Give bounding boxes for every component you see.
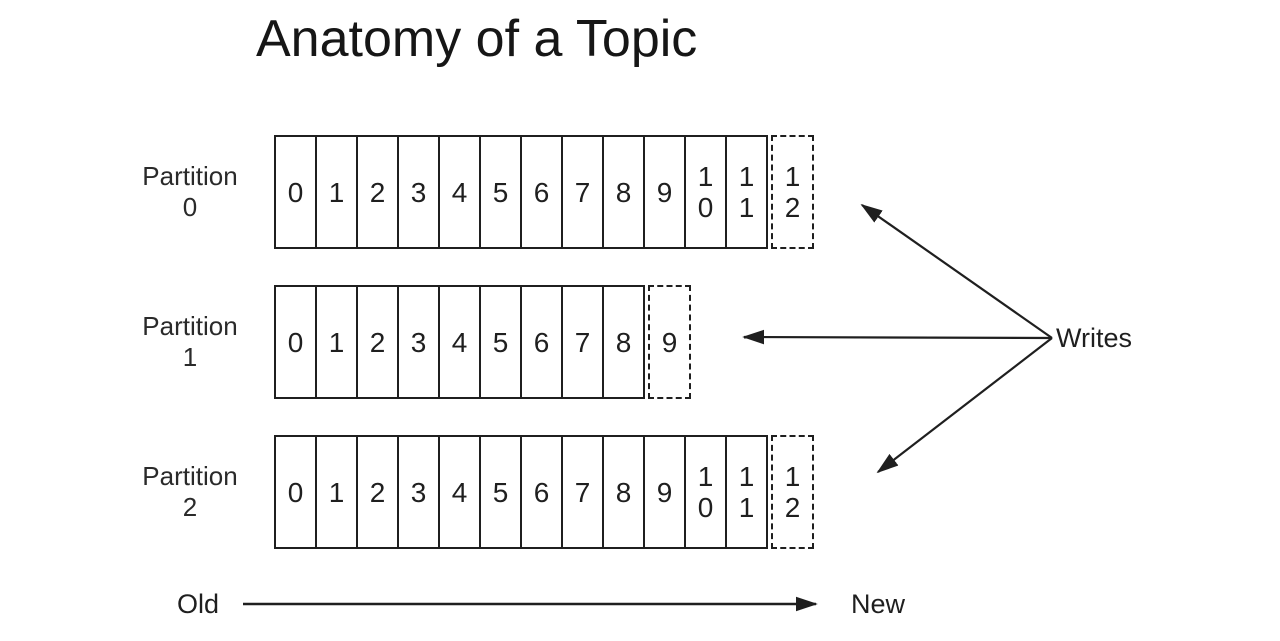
- log-offset-number: 3: [410, 326, 427, 358]
- diagram-title: Anatomy of a Topic: [256, 10, 698, 68]
- log-message-cell: 10: [684, 135, 727, 249]
- partition-label-line: Partition: [142, 461, 238, 491]
- log-offset-number: 10: [697, 461, 714, 523]
- log-offset-number: 4: [451, 476, 468, 508]
- log-message-cell: 2: [356, 135, 399, 249]
- log-offset-number: 11: [738, 161, 755, 223]
- log-offset-number: 12: [784, 161, 801, 223]
- log-offset-number: 1: [328, 326, 345, 358]
- log-message-cell: 0: [274, 135, 317, 249]
- log-message-cell: 2: [356, 285, 399, 399]
- log-message-cell: 5: [479, 285, 522, 399]
- writes-arrow-partition-0: [860, 203, 1053, 339]
- log-message-cell: 0: [274, 435, 317, 549]
- writes-arrow-partition-1: [742, 329, 1053, 345]
- log-offset-number: 3: [410, 476, 427, 508]
- partition-label-line: Partition: [142, 161, 238, 191]
- log-offset-number: 5: [492, 326, 509, 358]
- log-message-cell: 7: [561, 135, 604, 249]
- log-offset-number: 7: [574, 176, 591, 208]
- log-message-cell: 10: [684, 435, 727, 549]
- log-offset-number: 5: [492, 176, 509, 208]
- log-message-cell: 2: [356, 435, 399, 549]
- log-offset-number: 7: [574, 326, 591, 358]
- log-offset-number: 0: [287, 176, 304, 208]
- log-message-cell: 9: [643, 135, 686, 249]
- log-message-cell: 6: [520, 285, 563, 399]
- log-offset-number: 2: [369, 476, 386, 508]
- log-offset-number: 0: [287, 326, 304, 358]
- log-offset-number: 6: [533, 476, 550, 508]
- log-offset-number: 2: [369, 326, 386, 358]
- log-offset-number: 3: [410, 176, 427, 208]
- new-label: New: [851, 589, 906, 619]
- log-offset-number: 11: [738, 461, 755, 523]
- next-write-slot-cell: 9: [648, 285, 691, 399]
- writes-arrow-partition-2: [876, 337, 1053, 474]
- writes-label: Writes: [1056, 323, 1133, 353]
- log-message-cell: 0: [274, 285, 317, 399]
- log-message-cell: 9: [643, 435, 686, 549]
- log-offset-number: 9: [661, 326, 678, 358]
- log-offset-number: 4: [451, 326, 468, 358]
- log-message-cell: 7: [561, 435, 604, 549]
- log-offset-number: 7: [574, 476, 591, 508]
- log-offset-number: 2: [369, 176, 386, 208]
- log-message-cell: 8: [602, 435, 645, 549]
- log-offset-number: 10: [697, 161, 714, 223]
- log-message-cell: 3: [397, 135, 440, 249]
- log-message-cell: 7: [561, 285, 604, 399]
- log-message-cell: 5: [479, 435, 522, 549]
- log-message-cell: 4: [438, 435, 481, 549]
- log-message-cell: 4: [438, 135, 481, 249]
- log-message-cell: 1: [315, 435, 358, 549]
- next-write-slot-cell: 12: [771, 435, 814, 549]
- partition-label-line: Partition: [142, 311, 238, 341]
- log-offset-number: 9: [656, 476, 673, 508]
- log-offset-number: 8: [615, 476, 632, 508]
- log-message-cell: 1: [315, 135, 358, 249]
- log-offset-number: 4: [451, 176, 468, 208]
- log-offset-number: 5: [492, 476, 509, 508]
- log-message-cell: 11: [725, 435, 768, 549]
- log-message-cell: 8: [602, 285, 645, 399]
- log-offset-number: 6: [533, 326, 550, 358]
- log-message-cell: 5: [479, 135, 522, 249]
- log-message-cell: 4: [438, 285, 481, 399]
- log-message-cell: 1: [315, 285, 358, 399]
- log-offset-number: 9: [656, 176, 673, 208]
- log-offset-number: 6: [533, 176, 550, 208]
- log-message-cell: 3: [397, 285, 440, 399]
- log-message-cell: 3: [397, 435, 440, 549]
- old-label: Old: [177, 589, 220, 619]
- log-offset-number: 8: [615, 176, 632, 208]
- next-write-slot-cell: 12: [771, 135, 814, 249]
- partition-label-line: 1: [182, 342, 198, 372]
- log-message-cell: 11: [725, 135, 768, 249]
- log-message-cell: 6: [520, 435, 563, 549]
- log-offset-number: 1: [328, 176, 345, 208]
- partition-label-line: 0: [182, 192, 198, 222]
- log-offset-number: 1: [328, 476, 345, 508]
- log-offset-number: 0: [287, 476, 304, 508]
- log-offset-number: 8: [615, 326, 632, 358]
- partition-label-line: 2: [182, 492, 198, 522]
- log-offset-number: 12: [784, 461, 801, 523]
- log-message-cell: 8: [602, 135, 645, 249]
- log-message-cell: 6: [520, 135, 563, 249]
